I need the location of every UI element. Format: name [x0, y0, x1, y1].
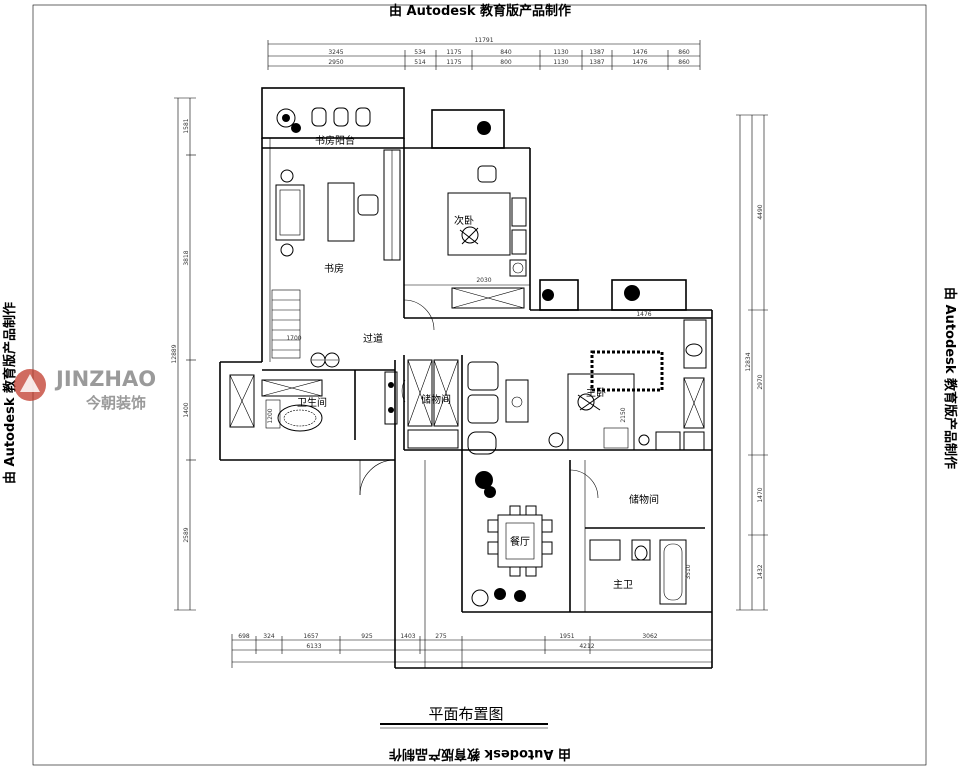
- dim-label: 1387: [589, 59, 604, 66]
- dimension-lines: [174, 40, 768, 668]
- dim-label: 2030: [476, 277, 491, 284]
- dim-label: 800: [500, 59, 512, 66]
- dim-label: 2150: [620, 407, 627, 422]
- second-bedroom-furniture-icon: [447, 121, 640, 309]
- corridor-plants-icon: [310, 352, 340, 368]
- watermark-top: 由 Autodesk 教育版产品制作: [389, 3, 571, 19]
- dim-label: 1581: [183, 118, 190, 133]
- dim-label: 1403: [400, 633, 415, 640]
- furniture: [229, 107, 707, 607]
- dim-label: 1476: [632, 49, 647, 56]
- dim-label: 2970: [757, 374, 764, 389]
- dim-label: 1387: [589, 49, 604, 56]
- room-storage-mid: 储物间: [421, 393, 451, 406]
- dim-label: 1476: [632, 59, 647, 66]
- room-master-bedroom: 主卧: [586, 386, 606, 399]
- walls: [219, 87, 713, 669]
- logo-chinese: 今朝装饰: [85, 394, 146, 412]
- room-master-bath: 主卫: [613, 579, 633, 591]
- dim-label: 1700: [286, 335, 301, 342]
- dim-label: 2589: [183, 527, 190, 542]
- logo-mark-icon: [20, 374, 40, 392]
- room-second-bedroom: 次卧: [454, 214, 474, 227]
- dim-label: 4490: [757, 204, 764, 219]
- drawing-frame: [32, 4, 927, 766]
- dim-label: 1476: [636, 311, 651, 318]
- dim-label: 324: [263, 633, 275, 640]
- room-labels: 书房阳台 书房 次卧 过道 储物间 卫生间 主卧 储物间 餐厅 主卫: [297, 134, 659, 591]
- room-study-balcony: 书房阳台: [315, 134, 355, 147]
- dim-label: 3818: [183, 250, 190, 265]
- dim-label: 3245: [328, 49, 343, 56]
- dim-label: 3062: [642, 633, 657, 640]
- dim-label: 1200: [267, 408, 274, 423]
- study-furniture-icon: [271, 149, 401, 359]
- dim-label: 1175: [446, 59, 461, 66]
- dim-left-total: 12889: [171, 344, 178, 363]
- dim-right-total: 12834: [745, 352, 752, 371]
- dim-label: 1400: [183, 402, 190, 417]
- dim-top-total: 11791: [474, 37, 493, 44]
- room-corridor: 过道: [363, 332, 383, 345]
- room-dining: 餐厅: [510, 535, 530, 548]
- dim-label: 534: [414, 49, 426, 56]
- room-bathroom-left: 卫生间: [297, 396, 327, 409]
- bathroom-fixtures-icon: [229, 374, 323, 432]
- dim-label: 2950: [328, 59, 343, 66]
- dim-label: 1130: [553, 49, 568, 56]
- doors: [359, 299, 599, 499]
- dim-label: 698: [238, 633, 250, 640]
- dim-label: 1432: [757, 564, 764, 579]
- dim-label: 4212: [579, 643, 594, 650]
- dim-label: 1130: [553, 59, 568, 66]
- dim-label: 6133: [306, 643, 321, 650]
- dim-label: 1657: [303, 633, 318, 640]
- master-bedroom-furniture-icon: [548, 319, 707, 451]
- dim-label: 3510: [685, 564, 692, 579]
- dining-table-icon: [471, 471, 553, 607]
- inner-dimension-labels: 2030 1476 2150 1700 3510 1200: [267, 277, 692, 580]
- logo-brand: JINZHAO: [54, 367, 156, 391]
- watermark-right: 由 Autodesk 教育版产品制作: [942, 287, 958, 469]
- dim-label: 860: [678, 49, 690, 56]
- dim-label: 925: [361, 633, 373, 640]
- jinzhao-logo: JINZHAO 今朝装饰: [14, 367, 156, 412]
- watermark-left: 由 Autodesk 教育版产品制作: [2, 302, 18, 484]
- storage-mid-furniture-icon: [384, 359, 529, 455]
- dimension-labels: 11791 3245 534 1175 840 1130 1387 1476 8…: [171, 37, 764, 650]
- room-study: 书房: [324, 262, 344, 275]
- dim-label: 1951: [559, 633, 574, 640]
- balcony-chairs-icon: [276, 107, 371, 133]
- master-bath-fixtures-icon: [589, 539, 687, 605]
- dim-label: 1470: [757, 487, 764, 502]
- dim-label: 1175: [446, 49, 461, 56]
- dim-label: 860: [678, 59, 690, 66]
- dim-label: 514: [414, 59, 426, 66]
- room-storage-right: 储物间: [629, 493, 659, 506]
- drawing-title: 平面布置图: [428, 705, 503, 723]
- dim-label: 275: [435, 633, 447, 640]
- dim-label: 840: [500, 49, 512, 56]
- watermark-bottom: 由 Autodesk 教育版产品制作: [389, 746, 571, 762]
